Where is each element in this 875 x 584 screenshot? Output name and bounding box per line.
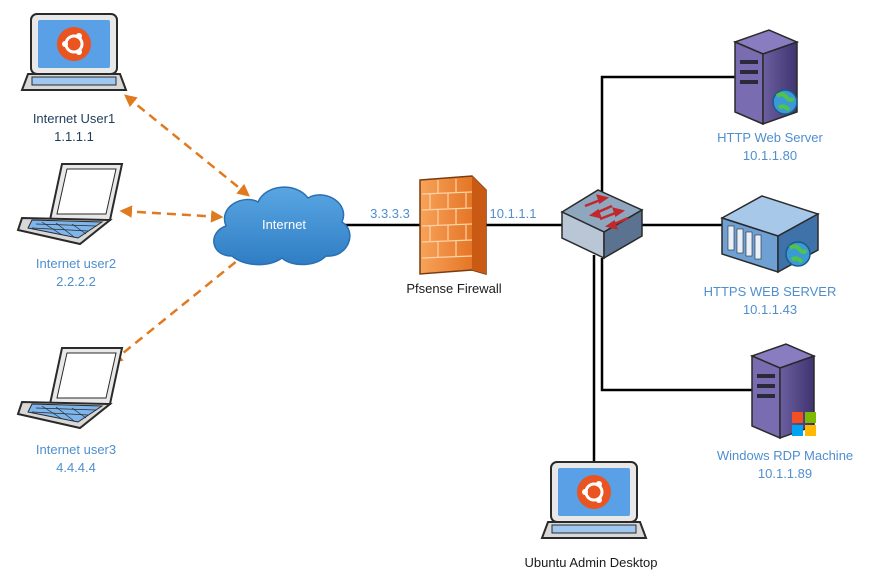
rdp-machine-ip-label: 10.1.1.89 [757,466,813,481]
link-switch-rdp-machine [600,258,752,392]
laptop-icon [16,347,124,430]
web-server-icon [732,29,800,126]
user3-ip-label: 4.4.4.4 [56,460,96,475]
laptop-icon [16,163,124,246]
internet-label: Internet [261,217,307,232]
switch-icon [560,189,644,260]
admin-desktop-name-label: Ubuntu Admin Desktop [524,555,658,570]
ubuntu-laptop-icon [20,13,128,91]
link-user2-internet [119,205,224,223]
user1-ip-label: 1.1.1.1 [54,129,94,144]
cloud-icon [213,186,351,266]
https-server-name-label: HTTPS WEB SERVER [703,284,837,299]
ubuntu-laptop-icon [540,461,648,539]
firewall-name-label: Pfsense Firewall [406,281,502,296]
https-server-ip-label: 10.1.1.43 [742,302,798,317]
firewall-lan-ip-label: 10.1.1.1 [489,206,537,221]
http-server-name-label: HTTP Web Server [717,130,823,145]
user1-name-label: Internet User1 [32,111,116,126]
http-server-ip-label: 10.1.1.80 [742,148,798,163]
rdp-machine-name-label: Windows RDP Machine [716,448,854,463]
user2-ip-label: 2.2.2.2 [56,274,96,289]
link-user1-internet [124,94,250,197]
user3-name-label: Internet user3 [35,442,117,457]
firewall-icon [419,175,487,275]
rack-server-icon [720,195,820,274]
lan-links [345,75,752,462]
internet-links [110,94,250,364]
firewall-wan-ip-label: 3.3.3.3 [370,206,410,221]
windows-server-icon [749,343,817,440]
user2-name-label: Internet user2 [35,256,117,271]
link-switch-http-server [600,75,735,200]
